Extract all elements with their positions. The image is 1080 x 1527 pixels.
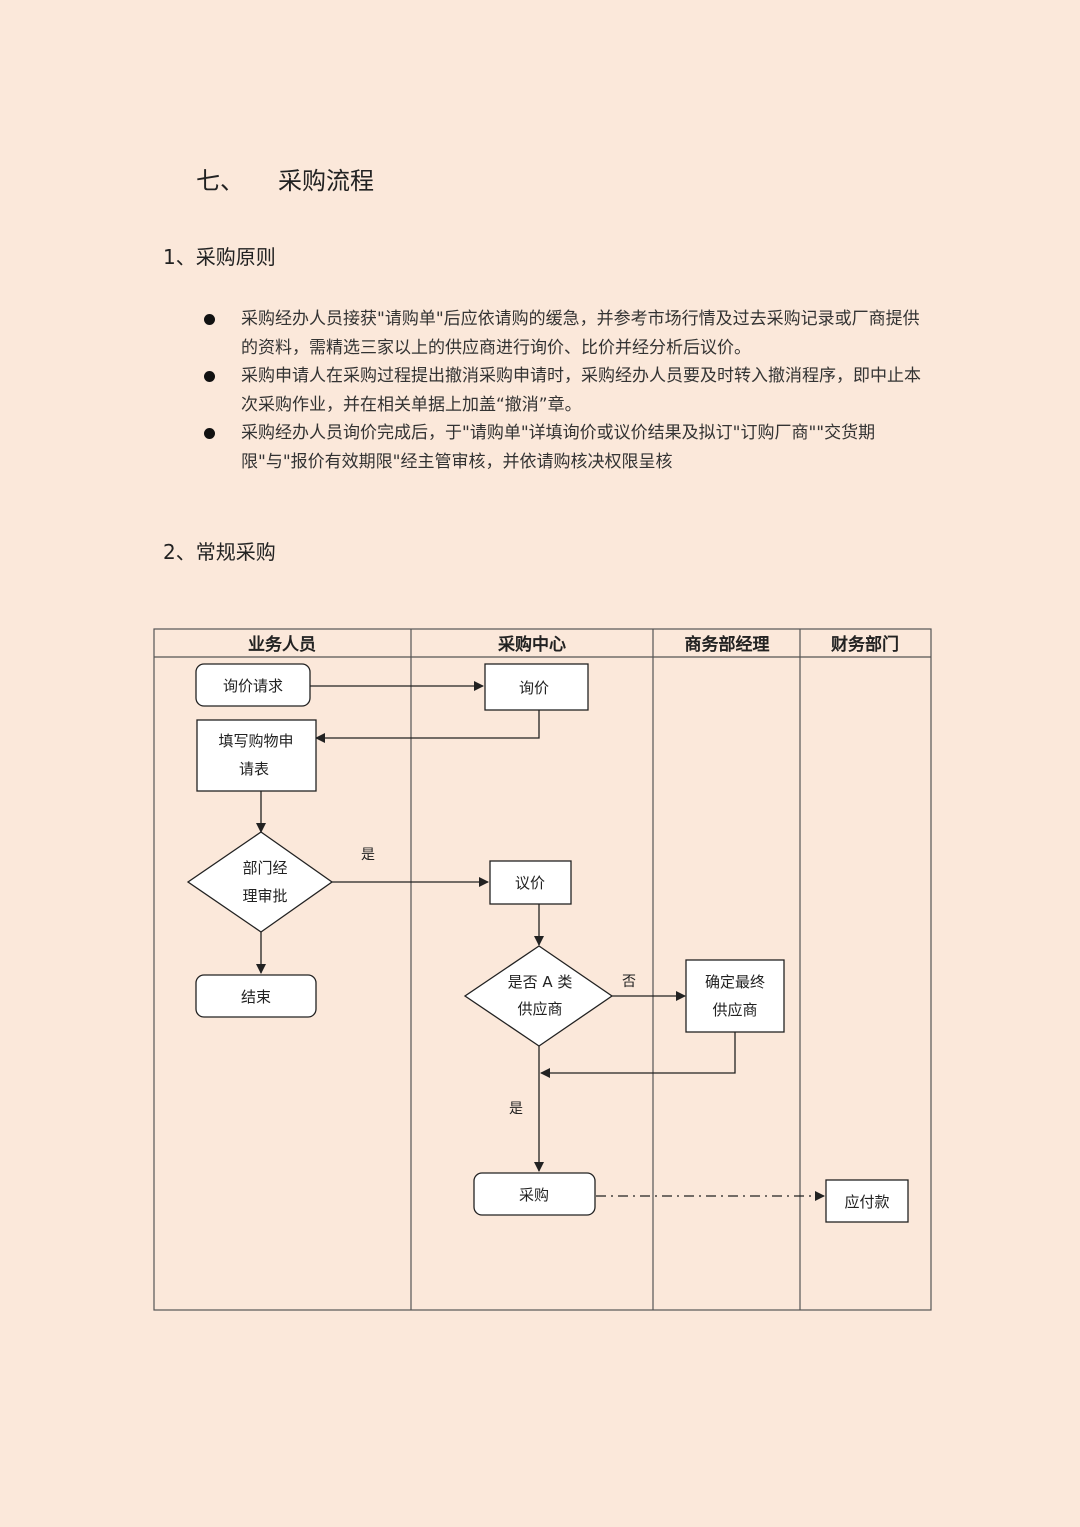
bullet-text: 采购经办人员询价完成后，于"请购单"详填询价或议价结果及拟订"订购厂商""交货期… (241, 423, 876, 472)
node-negotiate-label: 议价 (515, 874, 545, 892)
node-payable-label: 应付款 (844, 1193, 889, 1211)
chapter-number: 七、 (196, 167, 244, 195)
list-item: 采购经办人员询价完成后，于"请购单"详填询价或议价结果及拟订"订购厂商""交货期… (200, 419, 930, 476)
principles-list: 采购经办人员接获"请购单"后应依请购的缓急，并参考市场行情及过去采购记录或厂商提… (200, 305, 930, 476)
node-dept-manager-approval-label-1: 部门经 (242, 859, 287, 877)
node-final-supplier (685, 959, 785, 1033)
bullet-text: 采购经办人员接获"请购单"后应依请购的缓急，并参考市场行情及过去采购记录或厂商提… (241, 309, 920, 358)
bullet-text: 采购申请人在采购过程提出撤消采购申请时，采购经办人员要及时转入撤消程序，即中止本… (241, 366, 921, 415)
node-final-supplier-label-2: 供应商 (712, 1001, 757, 1019)
flow-connectors (256, 681, 825, 1201)
node-inquiry-label: 询价 (519, 679, 549, 697)
node-dept-manager-approval (186, 831, 334, 933)
lane-header-business: 业务人员 (248, 634, 316, 655)
lane-header-purchasing: 采购中心 (497, 634, 566, 655)
node-inquiry (484, 663, 589, 711)
list-item: 采购经办人员接获"请购单"后应依请购的缓急，并参考市场行情及过去采购记录或厂商提… (200, 305, 930, 362)
bullet-dot-icon (204, 314, 215, 325)
lane-header-finance: 财务部门 (830, 634, 899, 655)
node-is-a-class-supplier-label-1: 是否 A 类 (508, 973, 573, 991)
bullet-dot-icon (204, 371, 215, 382)
node-inquiry-request-label: 询价请求 (223, 677, 283, 695)
chapter-title: 采购流程 (278, 167, 374, 195)
chapter-heading: 七、 采购流程 (196, 164, 374, 198)
node-purchase (473, 1172, 596, 1216)
bullet-dot-icon (204, 428, 215, 439)
lane-header-commerce-manager: 商务部经理 (685, 634, 770, 655)
node-end (195, 974, 317, 1018)
node-dept-manager-approval-label-2: 理审批 (242, 887, 287, 905)
node-negotiate (489, 860, 572, 905)
node-fill-purchase-form-label-1: 填写购物申 (218, 732, 293, 750)
node-is-a-class-supplier-label-2: 供应商 (517, 1000, 562, 1018)
edge-inquiry-to-form (315, 710, 540, 743)
edge-final-to-mainline (540, 1032, 736, 1078)
list-item: 采购申请人在采购过程提出撤消采购申请时，采购经办人员要及时转入撤消程序，即中止本… (200, 362, 930, 419)
edge-label-yes-approval: 是 (361, 847, 375, 863)
node-payable (825, 1179, 909, 1223)
node-inquiry-request (195, 663, 311, 707)
node-fill-purchase-form (196, 719, 317, 792)
edge-label-yes-a-class: 是 (509, 1101, 523, 1117)
node-purchase-label: 采购 (519, 1186, 549, 1204)
node-final-supplier-label-1: 确定最终 (705, 973, 765, 991)
swimlane-frame (153, 628, 932, 1311)
node-end-label: 结束 (241, 988, 271, 1006)
section1-title: 1、采购原则 (163, 245, 276, 269)
edge-label-no-a-class: 否 (622, 974, 636, 990)
node-is-a-class-supplier (463, 945, 614, 1047)
section2-title: 2、常规采购 (163, 540, 276, 564)
node-fill-purchase-form-label-2: 请表 (239, 760, 269, 778)
